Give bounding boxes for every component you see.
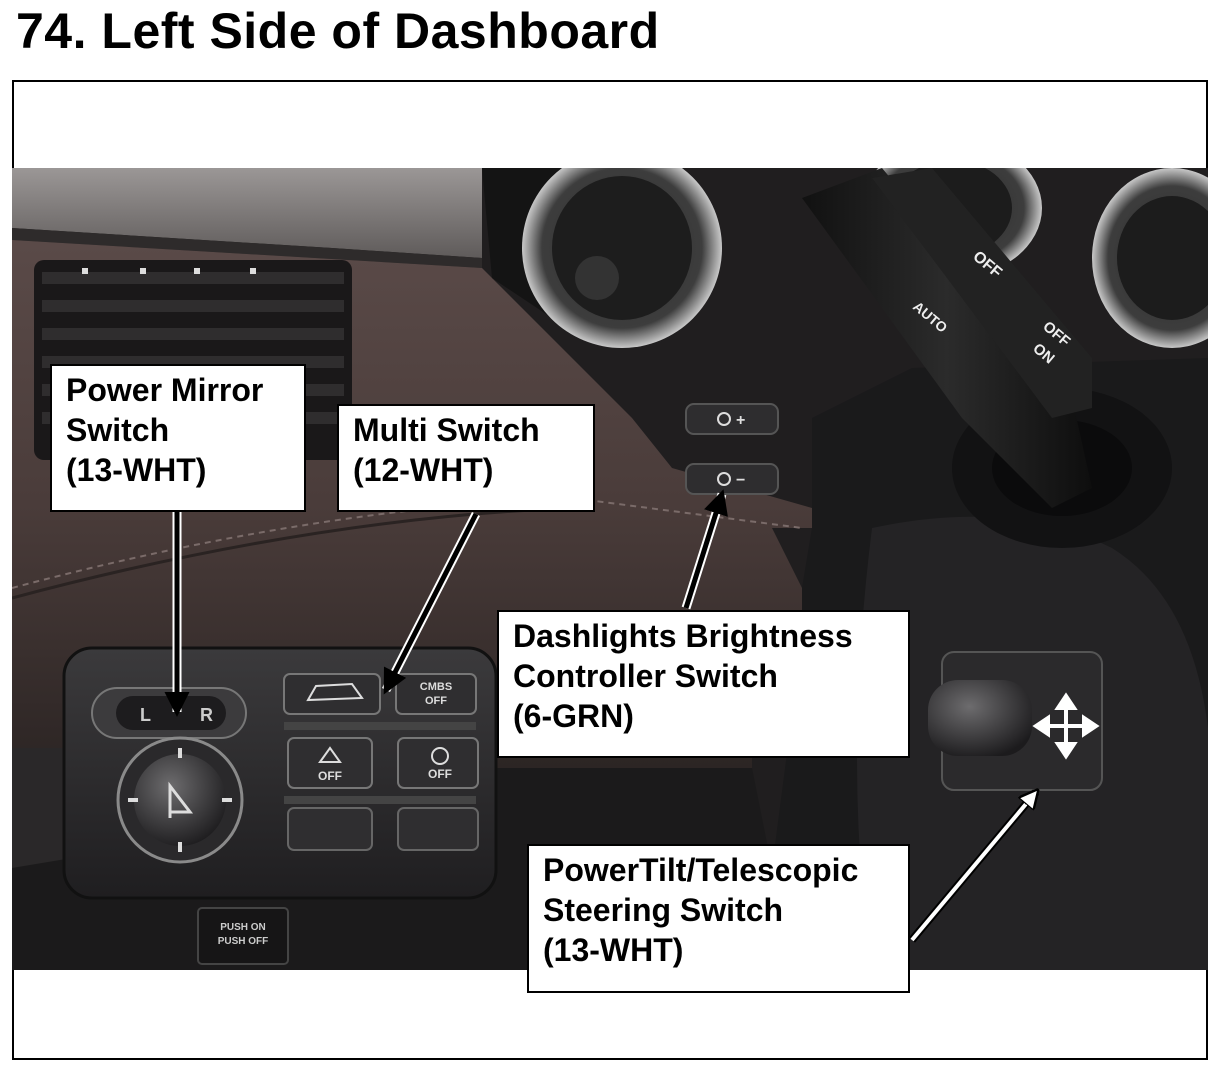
callout-line: (12-WHT) [353,452,494,488]
arrow-multi-switch [381,511,481,695]
callout-line: Multi Switch [353,412,540,448]
callout-multi-switch: Multi Switch (12-WHT) [337,404,595,512]
brightness-down-icon [717,472,731,486]
mirror-icon [168,781,194,818]
light-stalk: OFF AUTO OFF ON [802,168,1092,508]
push-on-label: PUSH ON [220,922,266,933]
vsa-off-label: OFF [318,769,342,783]
mirror-left-label: L [140,705,151,725]
callout-line: (13-WHT) [543,932,684,968]
callout-line: Switch [66,412,170,448]
brightness-down-label: − [736,472,745,489]
ldw-icon [431,747,449,765]
callout-line: Controller Switch [513,658,778,694]
callout-steering-switch: PowerTilt/Telescopic Steering Switch (13… [527,844,910,993]
page-title: 74. Left Side of Dashboard [16,3,660,59]
cmbs-label-bottom: OFF [425,695,447,707]
push-switch[interactable]: PUSH ON PUSH OFF [197,907,289,965]
brightness-up-icon [717,412,731,426]
multi-switch[interactable]: CMBS OFF OFF OFF [283,673,479,851]
cmbs-label-top: CMBS [420,681,452,693]
callout-line: Dashlights Brightness [513,618,853,654]
dashlights-brightness-switch[interactable]: + − [685,403,779,495]
callout-dashlights-brightness: Dashlights Brightness Controller Switch … [497,610,910,758]
four-way-arrow-icon [1032,692,1100,760]
arrow-dashlights [681,489,728,610]
mirror-right-label: R [200,705,213,725]
arrow-steering [908,792,1036,943]
power-mirror-switch[interactable]: L R [91,687,247,864]
callout-line: Steering Switch [543,892,784,928]
callout-line: (6-GRN) [513,698,634,734]
callout-line: (13-WHT) [66,452,207,488]
steering-adjust-switch[interactable] [928,651,1103,791]
vsa-icon [318,746,342,763]
brightness-up-label: + [736,412,745,429]
tailgate-icon [306,682,364,702]
callout-power-mirror-switch: Power Mirror Switch (13-WHT) [50,364,306,512]
push-off-label: PUSH OFF [218,936,269,947]
callout-line: Power Mirror [66,372,264,408]
ldw-off-label: OFF [428,767,452,781]
callout-line: PowerTilt/Telescopic [543,852,859,888]
